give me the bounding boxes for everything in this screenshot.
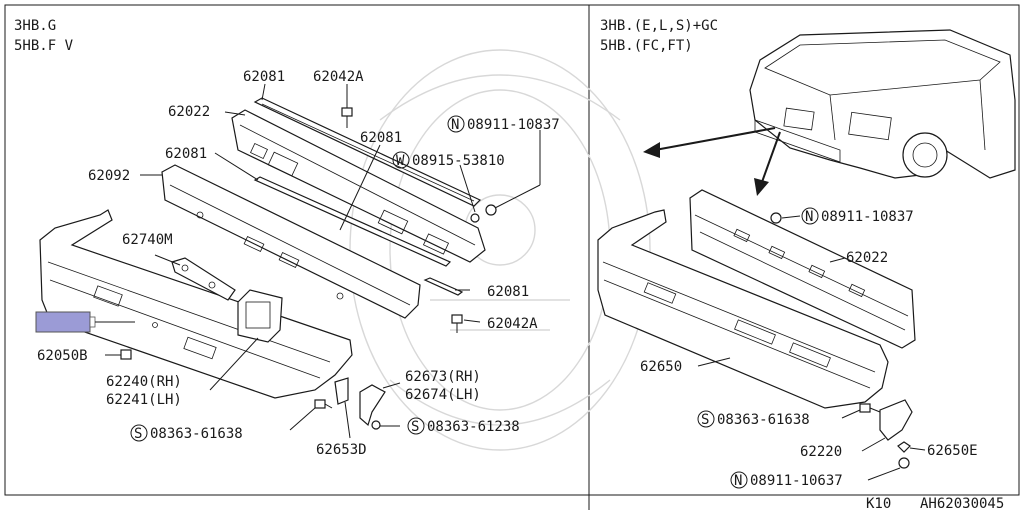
badge-n-right-bottom-letter: N — [734, 473, 742, 489]
badge-s-right-letter: S — [411, 419, 419, 435]
screw-08363-right — [371, 420, 381, 430]
label-62092: 62092 — [88, 168, 130, 184]
clip-62650E — [897, 441, 911, 453]
label-62081-right: 62081 — [487, 284, 529, 300]
moulding-strip-right — [423, 277, 464, 296]
label-62081-mid: 62081 — [360, 130, 402, 146]
label-62674-lh: 62674(LH) — [405, 387, 481, 403]
air-duct — [237, 289, 283, 343]
bolt-62042A-bottom — [451, 314, 463, 333]
highlighted-part-tab — [89, 316, 96, 328]
label-08363-61638-right: 08363-61638 — [717, 412, 810, 428]
label-62650: 62650 — [640, 359, 682, 375]
nut-08911-left — [485, 204, 497, 216]
right-header-line1: 3HB.(E,L,S)+GC — [600, 18, 718, 34]
screw-08363-right-panel — [859, 403, 881, 413]
car-front-illustration — [749, 29, 1016, 179]
badge-w-left-letter: W — [396, 153, 405, 169]
moulding-strip-middle — [253, 176, 452, 267]
moulding-strip-top — [253, 97, 482, 207]
bracket-62740M — [171, 257, 236, 301]
right-leaders — [697, 215, 926, 481]
footer-page-code: K10 — [866, 496, 891, 510]
reinforcement-62022 — [231, 109, 486, 263]
washer-08915-left — [470, 213, 480, 223]
reinforcement-62022-right — [689, 189, 916, 349]
bracket-62220 — [879, 399, 913, 441]
label-62653D: 62653D — [316, 442, 367, 458]
bracket-62653D — [334, 377, 349, 405]
bumper-62650-right — [597, 209, 889, 409]
badge-n-right-top-letter: N — [805, 209, 813, 225]
label-62050B: 62050B — [37, 348, 88, 364]
right-header-line2: 5HB.(FC,FT) — [600, 38, 693, 54]
label-62081-left: 62081 — [165, 146, 207, 162]
label-62673-rh: 62673(RH) — [405, 369, 481, 385]
nut-08911-right-bottom — [898, 457, 910, 469]
label-08915-53810: 08915-53810 — [412, 153, 505, 169]
label-62740M: 62740M — [122, 232, 173, 248]
screw-08363-left — [314, 399, 333, 409]
bolt-62042A-top — [341, 107, 353, 128]
label-62650E: 62650E — [927, 443, 978, 459]
label-08363-61638-left: 08363-61638 — [150, 426, 243, 442]
label-62042A-bottom: 62042A — [487, 316, 538, 332]
diagram-frame — [4, 4, 1020, 496]
badge-n-left-letter: N — [451, 117, 459, 133]
badge-s-left — [130, 424, 148, 442]
label-62220: 62220 — [800, 444, 842, 460]
label-08363-61238: 08363-61238 — [427, 419, 520, 435]
highlighted-part-62050[interactable] — [35, 311, 91, 333]
badge-n-right-bottom — [730, 471, 748, 489]
label-08911-10837-left: 08911-10837 — [467, 117, 560, 133]
left-leaders — [95, 83, 541, 439]
label-62240-rh: 62240(RH) — [106, 374, 182, 390]
energy-absorber-62092 — [161, 164, 421, 319]
left-header-line2: 5HB.F V — [14, 38, 74, 54]
left-header-line1: 3HB.G — [14, 18, 56, 34]
bumper-fascia-62240 — [39, 209, 353, 399]
label-62081-top: 62081 — [243, 69, 285, 85]
badge-s-right — [407, 417, 425, 435]
clip-62050B — [120, 349, 132, 360]
label-08911-10837-right: 08911-10837 — [821, 209, 914, 225]
footer-diagram-code: AH62030045 — [920, 496, 1004, 510]
badge-n-left — [447, 115, 465, 133]
label-62241-lh: 62241(LH) — [106, 392, 182, 408]
label-62022-right: 62022 — [846, 250, 888, 266]
badge-s-right-panel-letter: S — [701, 412, 709, 428]
nut-08911-right-top — [770, 212, 782, 224]
badge-s-left-letter: S — [134, 426, 142, 442]
badge-w-left — [392, 151, 410, 169]
arrow-to-reinforcement — [754, 131, 781, 196]
badge-n-right-top — [801, 207, 819, 225]
label-62042A-top: 62042A — [313, 69, 364, 85]
bracket-62673 — [359, 384, 386, 427]
label-08911-10637: 08911-10637 — [750, 473, 843, 489]
arrow-to-bumper — [643, 127, 776, 158]
label-62022: 62022 — [168, 104, 210, 120]
badge-s-right-panel — [697, 410, 715, 428]
